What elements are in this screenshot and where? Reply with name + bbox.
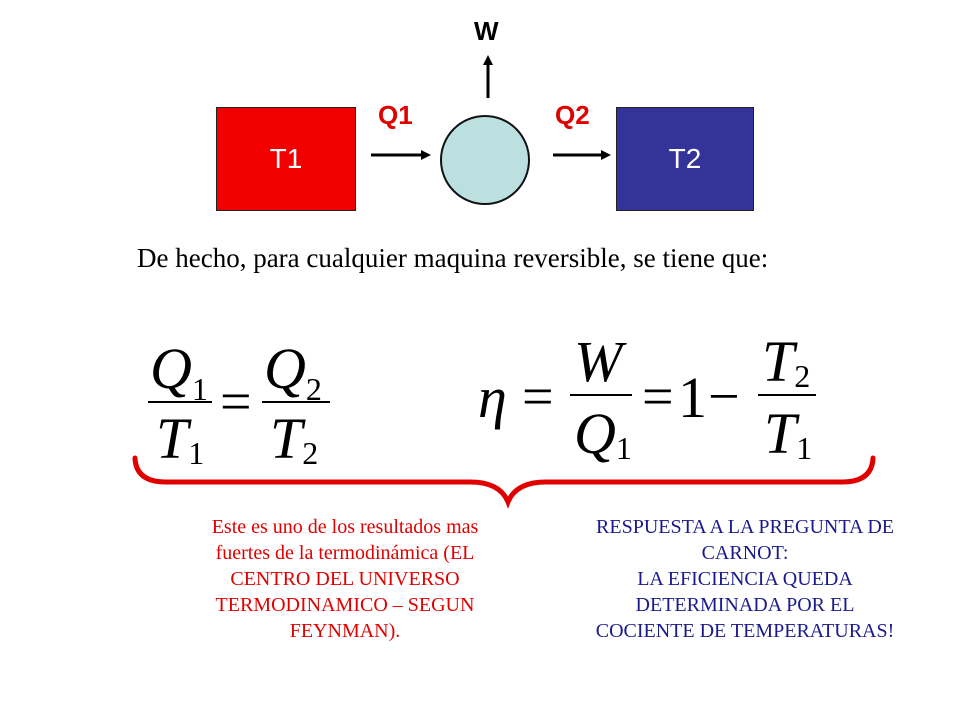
- frac2-numerator-sub: 2: [794, 358, 810, 394]
- work-label: W: [474, 16, 499, 46]
- eq-left-rhs-den: T: [270, 406, 306, 470]
- note-carnot-answer: RESPUESTA A LA PREGUNTA DE CARNOT: LA EF…: [538, 514, 952, 644]
- eq-left-lhs-num: Q: [150, 336, 192, 401]
- svg-text:T1: T1: [156, 406, 204, 470]
- note-left-line: TERMODINAMICO – SEGUN: [215, 594, 475, 616]
- cold-reservoir-label: T2: [668, 143, 702, 174]
- note-right-line: COCIENTE DE TEMPERATURAS!: [595, 620, 895, 642]
- eq-right-equals-2: =: [642, 366, 674, 428]
- eq-right-equals-1: =: [522, 366, 554, 428]
- frac1-denominator-sub: 1: [616, 430, 632, 466]
- engine-circle: [440, 115, 530, 205]
- hot-reservoir-label: T1: [269, 143, 303, 174]
- hot-reservoir-box: T1: [216, 107, 356, 211]
- note-left-line: CENTRO DEL UNIVERSO: [230, 568, 460, 590]
- svg-text:Q1: Q1: [574, 401, 632, 466]
- heat-in-label: Q1: [378, 100, 413, 130]
- svg-text:T1: T1: [764, 401, 812, 466]
- eq-left-rhs-den-sub: 2: [302, 435, 318, 470]
- svg-text:Q2: Q2: [264, 336, 322, 407]
- eq-left-lhs-den-sub: 1: [188, 435, 204, 470]
- note-right-line: DETERMINADA POR EL: [635, 594, 855, 616]
- eq-right-one: 1: [678, 365, 707, 430]
- svg-text:T2: T2: [762, 329, 810, 394]
- note-right-line: CARNOT:: [701, 542, 789, 564]
- frac2-denominator: T: [764, 401, 800, 466]
- eq-left-lhs-num-sub: 1: [192, 371, 208, 407]
- note-left-line: fuertes de la termodinámica (EL: [215, 542, 475, 564]
- engine-diagram: [371, 55, 611, 205]
- curly-brace: [132, 455, 876, 509]
- reversible-engine-sentence: De hecho, para cualquier maquina reversi…: [137, 243, 769, 273]
- frac2-numerator: T: [762, 329, 798, 394]
- note-left-line: FEYNMAN).: [289, 620, 401, 642]
- frac1-denominator: Q: [574, 401, 616, 466]
- eq-left-lhs-den: T: [156, 406, 192, 470]
- frac2-denominator-sub: 1: [796, 430, 812, 466]
- eq-right-minus: −: [708, 366, 740, 428]
- cold-reservoir-box: T2: [616, 107, 754, 211]
- eq-left-rhs-num: Q: [264, 336, 306, 401]
- note-strongest-result: Este es uno de los resultados mas fuerte…: [160, 514, 530, 644]
- frac1-numerator: W: [574, 329, 627, 394]
- note-right-line: LA EFICIENCIA QUEDA: [637, 568, 853, 590]
- note-right-line: RESPUESTA A LA PREGUNTA DE: [596, 516, 894, 538]
- note-left-line: Este es uno de los resultados mas: [211, 516, 479, 538]
- efficiency-symbol: η: [478, 365, 507, 430]
- eq-left-rhs-num-sub: 2: [306, 371, 322, 407]
- eq-left-equals: =: [220, 371, 252, 433]
- clausius-equality-equation: Q1 T1 = Q2 T2: [148, 336, 330, 470]
- carnot-efficiency-equation: η = W Q1 = 1 − T2 T1: [478, 329, 816, 466]
- heat-out-label: Q2: [555, 100, 590, 130]
- svg-text:T2: T2: [270, 406, 318, 470]
- svg-text:Q1: Q1: [150, 336, 208, 407]
